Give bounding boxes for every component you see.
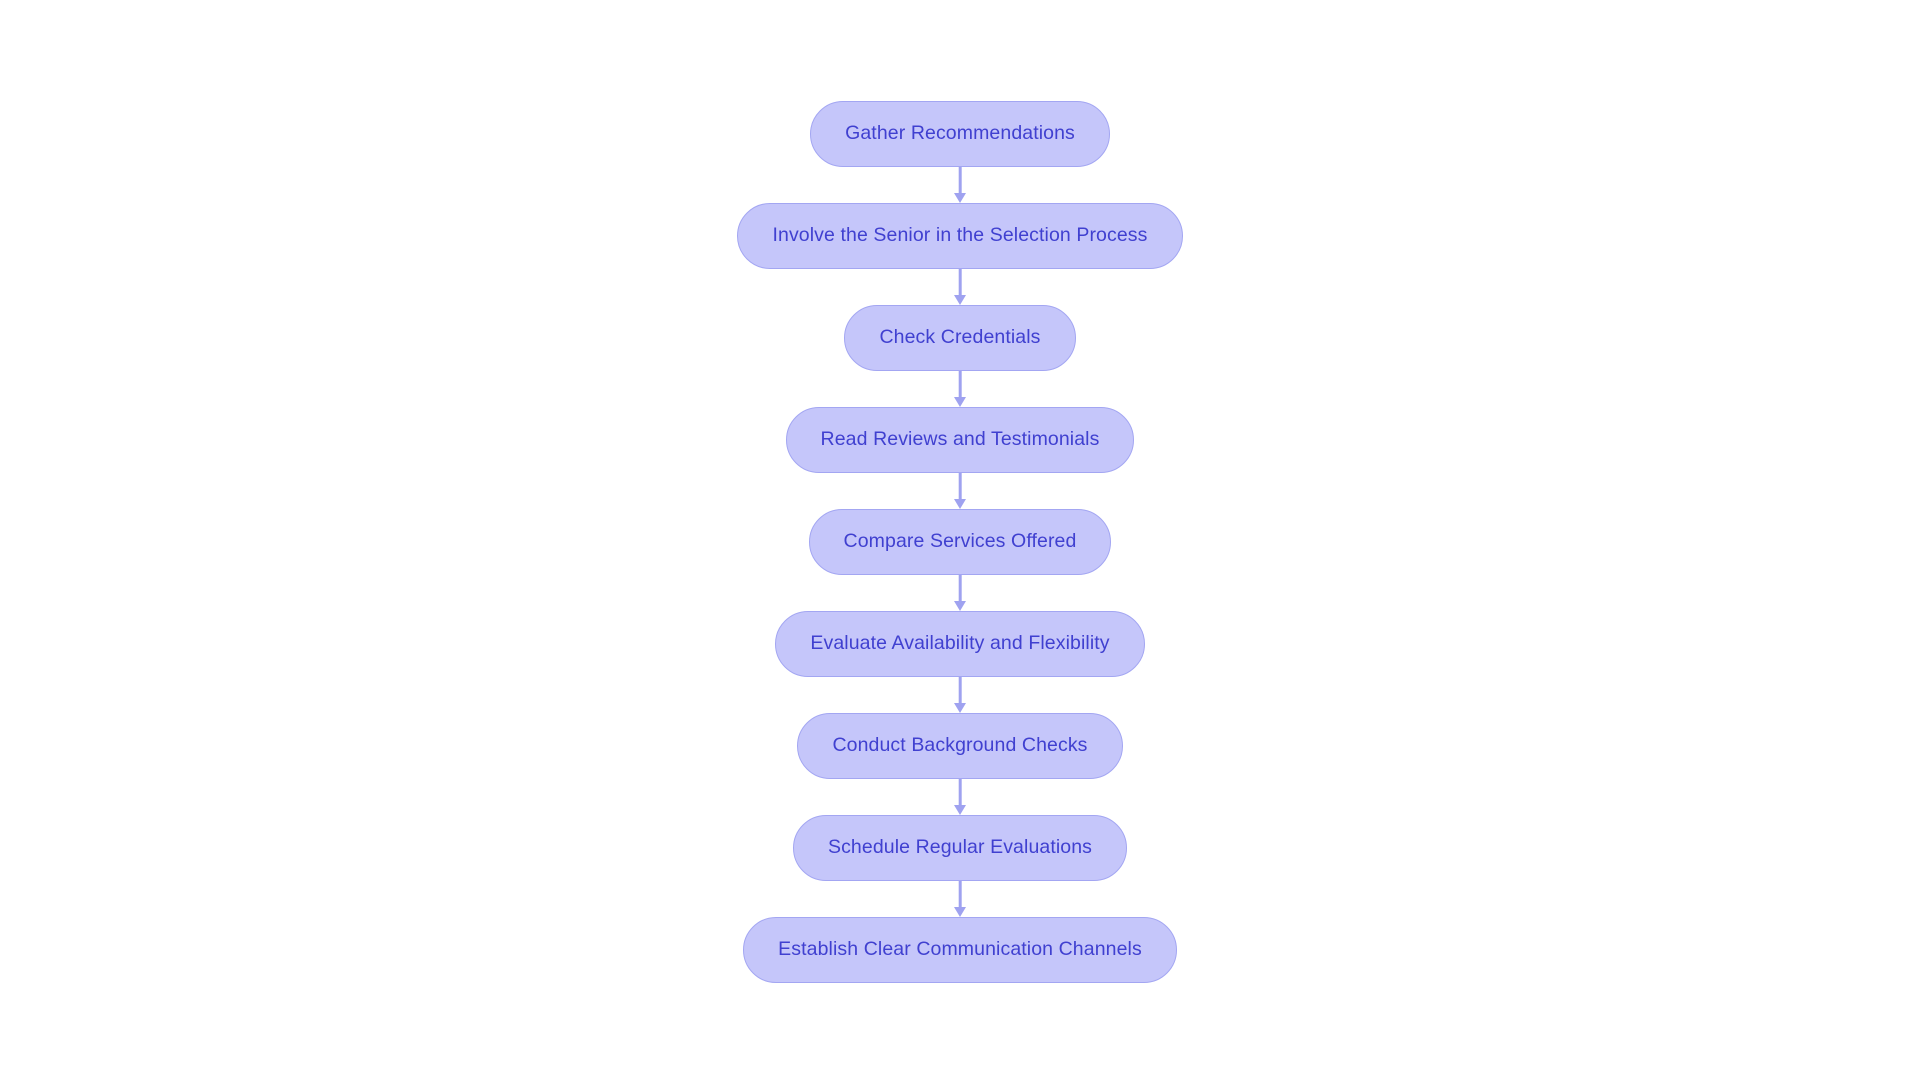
flow-node-label: Evaluate Availability and Flexibility [810,632,1110,655]
arrow-head-icon [954,499,966,509]
flow-arrow-5 [953,575,967,611]
flow-node-involve-the-senior-in-the-selection-process[interactable]: Involve the Senior in the Selection Proc… [737,203,1183,269]
flow-arrow-4 [953,473,967,509]
flow-arrow-7 [953,779,967,815]
flow-node-gather-recommendations[interactable]: Gather Recommendations [810,101,1110,167]
arrow-shaft [958,779,962,806]
flow-node-label: Establish Clear Communication Channels [778,938,1142,961]
arrow-shaft [958,269,962,296]
flow-arrow-3 [953,371,967,407]
arrow-head-icon [954,193,966,203]
flow-node-label: Read Reviews and Testimonials [820,428,1100,451]
arrow-head-icon [954,805,966,815]
arrow-head-icon [954,703,966,713]
flow-node-label: Conduct Background Checks [832,734,1088,757]
flow-node-conduct-background-checks[interactable]: Conduct Background Checks [797,713,1123,779]
arrow-shaft [958,167,962,194]
flow-node-label: Involve the Senior in the Selection Proc… [772,224,1148,247]
arrow-head-icon [954,907,966,917]
flow-node-evaluate-availability-and-flexibility[interactable]: Evaluate Availability and Flexibility [775,611,1145,677]
flow-node-schedule-regular-evaluations[interactable]: Schedule Regular Evaluations [792,815,1128,881]
flow-node-label: Compare Services Offered [843,530,1077,553]
flow-arrow-1 [953,167,967,203]
flow-node-label: Check Credentials [879,326,1041,349]
arrow-head-icon [954,601,966,611]
flow-node-read-reviews-and-testimonials[interactable]: Read Reviews and Testimonials [785,407,1135,473]
flow-arrow-6 [953,677,967,713]
arrow-head-icon [954,295,966,305]
flow-arrow-8 [953,881,967,917]
flow-node-label: Gather Recommendations [845,122,1075,145]
flow-node-establish-clear-communication-channels[interactable]: Establish Clear Communication Channels [743,917,1177,983]
flow-node-compare-services-offered[interactable]: Compare Services Offered [808,509,1112,575]
arrow-head-icon [954,397,966,407]
arrow-shaft [958,677,962,704]
arrow-shaft [958,371,962,398]
arrow-shaft [958,575,962,602]
arrow-shaft [958,473,962,500]
flowchart-node-column: Gather Recommendations Involve the Senio… [0,101,1920,983]
flow-arrow-2 [953,269,967,305]
flow-node-check-credentials[interactable]: Check Credentials [844,305,1076,371]
flow-node-label: Schedule Regular Evaluations [827,836,1093,859]
arrow-shaft [958,881,962,908]
